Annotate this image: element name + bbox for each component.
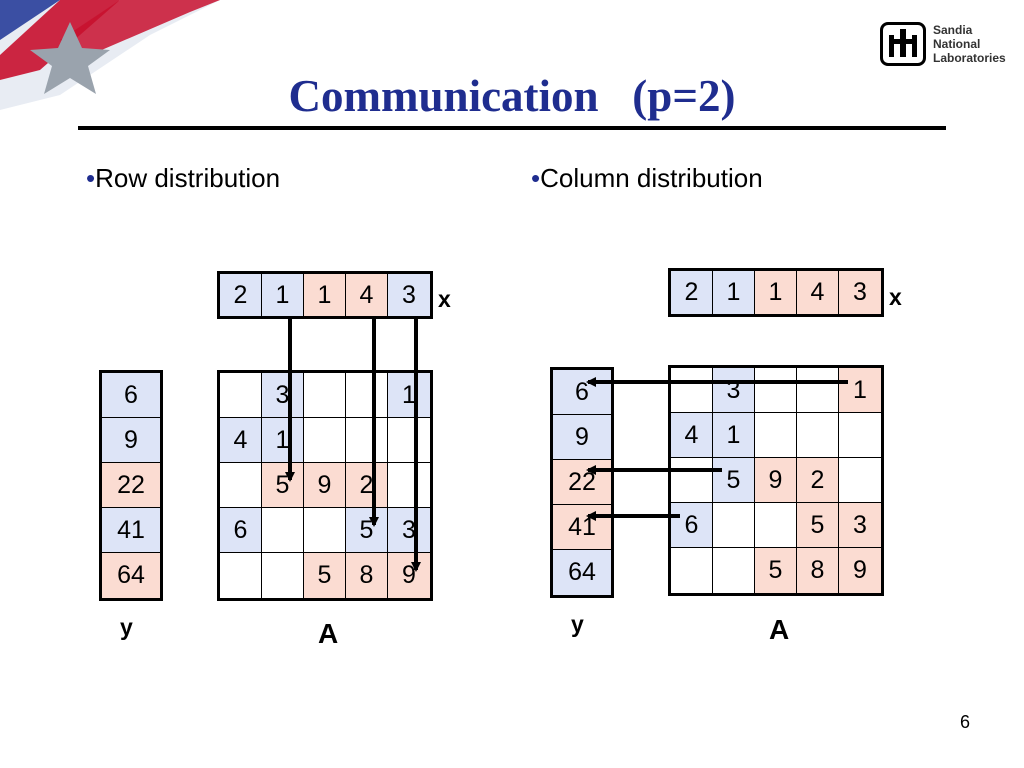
logo-wordmark: Sandia National Laboratories	[933, 23, 1013, 65]
flag-star-emblem	[0, 0, 220, 110]
matrix-cell: 3	[388, 508, 430, 553]
y-entry: 22	[553, 460, 611, 505]
matrix-cell	[755, 413, 797, 458]
x-entry: 2	[220, 274, 262, 316]
x-entry: 1	[755, 271, 797, 314]
matrix-cell	[671, 368, 713, 413]
matrix-cell: 8	[797, 548, 839, 593]
matrix-cell	[671, 548, 713, 593]
matrix-cell: 8	[346, 553, 388, 598]
matrix-cell: 1	[839, 368, 881, 413]
matrix-cell	[220, 463, 262, 508]
page-number: 6	[960, 712, 971, 732]
matrix-cell	[346, 373, 388, 418]
matrix-cell: 9	[388, 553, 430, 598]
y-entry: 64	[553, 550, 611, 595]
row-a-label: A	[318, 618, 339, 649]
y-entry: 41	[553, 505, 611, 550]
matrix-cell: 5	[755, 548, 797, 593]
logo-line-1: Sandia	[933, 23, 973, 37]
matrix-cell	[755, 503, 797, 548]
row-y-label: y	[120, 614, 133, 640]
bullet-dot: •	[86, 163, 96, 193]
matrix-cell: 5	[713, 458, 755, 503]
matrix-cell	[262, 508, 304, 553]
bullet-label: Row distribution	[95, 163, 281, 193]
matrix-cell	[304, 418, 346, 463]
matrix-cell: 1	[713, 413, 755, 458]
matrix-cell	[797, 413, 839, 458]
matrix-cell: 4	[671, 413, 713, 458]
bullet-column-distribution: •Column distribution	[531, 162, 763, 194]
matrix-cell	[262, 553, 304, 598]
matrix-cell	[388, 463, 430, 508]
title-divider	[78, 126, 946, 130]
matrix-cell: 2	[346, 463, 388, 508]
matrix-cell	[713, 548, 755, 593]
matrix-cell	[388, 418, 430, 463]
y-entry: 41	[102, 508, 160, 553]
bullet-label: Column distribution	[540, 163, 763, 193]
y-entry: 9	[102, 418, 160, 463]
bullet-row-distribution: •Row distribution	[86, 162, 280, 194]
matrix-cell: 6	[671, 503, 713, 548]
matrix-cell	[220, 373, 262, 418]
y-entry: 64	[102, 553, 160, 598]
matrix-cell: 5	[304, 553, 346, 598]
matrix-cell: 3	[839, 503, 881, 548]
matrix-cell	[755, 368, 797, 413]
x-entry: 4	[797, 271, 839, 314]
y-entry: 6	[102, 373, 160, 418]
slide-title: Communication (p=2)	[288, 71, 736, 121]
row-x-label: x	[438, 286, 451, 312]
matrix-cell: 4	[220, 418, 262, 463]
sandia-thunderbird-icon	[880, 22, 926, 66]
matrix-cell	[671, 458, 713, 503]
matrix-cell: 3	[262, 373, 304, 418]
y-entry: 9	[553, 415, 611, 460]
logo-line-3: Laboratories	[933, 51, 1006, 65]
x-entry: 3	[388, 274, 430, 316]
y-entry: 22	[102, 463, 160, 508]
x-entry: 1	[713, 271, 755, 314]
x-entry: 1	[262, 274, 304, 316]
x-entry: 1	[304, 274, 346, 316]
matrix-cell	[346, 418, 388, 463]
bullet-dot: •	[531, 163, 541, 193]
matrix-cell	[839, 458, 881, 503]
matrix-cell: 5	[797, 503, 839, 548]
matrix-cell	[304, 373, 346, 418]
matrix-cell: 3	[713, 368, 755, 413]
col-a-label: A	[769, 614, 790, 645]
matrix-cell: 1	[388, 373, 430, 418]
y-entry: 6	[553, 370, 611, 415]
matrix-cell	[713, 503, 755, 548]
matrix-cell: 1	[262, 418, 304, 463]
matrix-cell: 9	[839, 548, 881, 593]
x-entry: 4	[346, 274, 388, 316]
x-entry: 3	[839, 271, 881, 314]
col-x-label: x	[889, 284, 902, 310]
matrix-cell: 9	[755, 458, 797, 503]
logo-line-2: National	[933, 37, 981, 51]
matrix-cell	[304, 508, 346, 553]
matrix-cell: 9	[304, 463, 346, 508]
col-y-label: y	[571, 611, 584, 637]
x-entry: 2	[671, 271, 713, 314]
matrix-cell	[220, 553, 262, 598]
matrix-cell: 2	[797, 458, 839, 503]
matrix-cell: 6	[220, 508, 262, 553]
matrix-cell	[839, 413, 881, 458]
matrix-cell	[797, 368, 839, 413]
matrix-cell: 5	[346, 508, 388, 553]
